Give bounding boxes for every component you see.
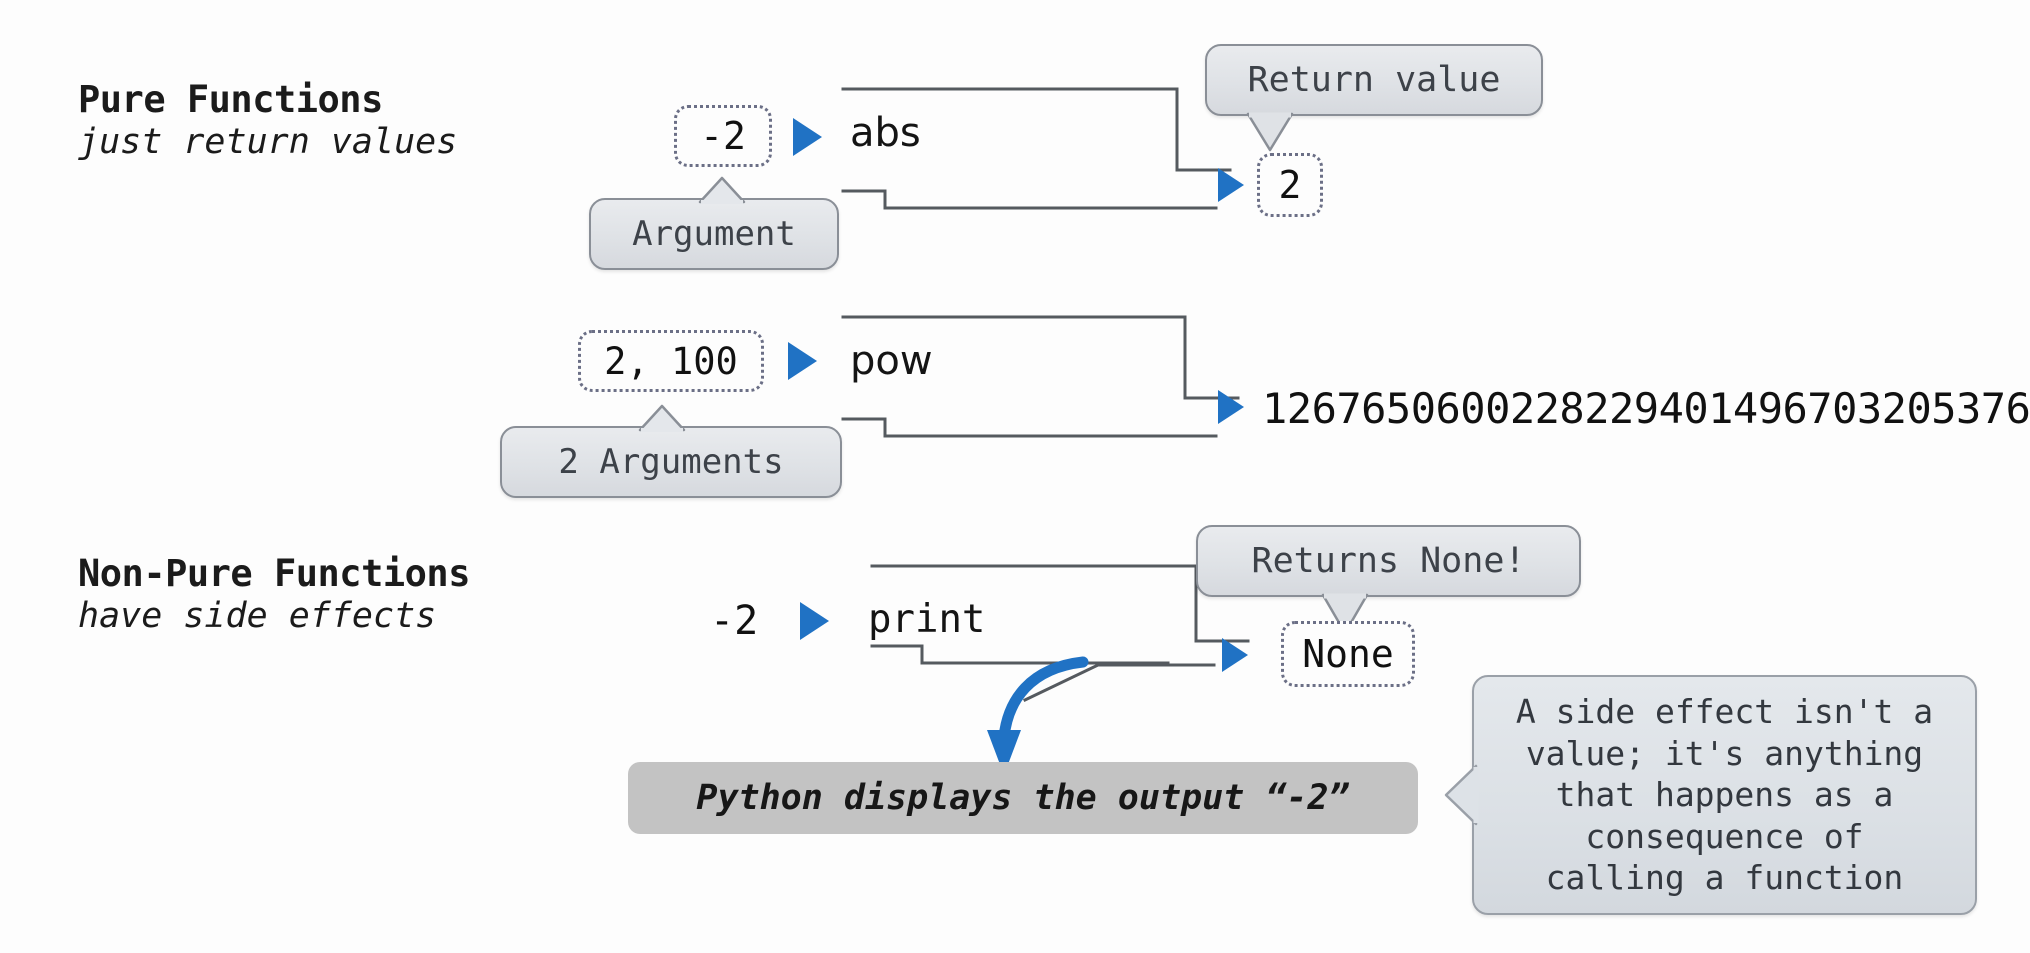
pure-functions-heading: Pure Functions just return values (78, 78, 457, 163)
pow-argument-value: 2, 100 (604, 339, 738, 383)
two-arguments-callout-label: 2 Arguments (558, 442, 784, 482)
abs-argument-value: -2 (700, 114, 746, 158)
output-display-text: Python displays the output “-2” (696, 778, 1350, 818)
non-pure-functions-heading: Non-Pure Functions have side effects (78, 552, 470, 637)
print-return-triangle-icon (1222, 638, 1248, 672)
returns-none-callout-tail (1321, 593, 1369, 635)
pow-feed-triangle-icon (788, 342, 817, 380)
abs-argument-box[interactable]: -2 (674, 105, 772, 167)
output-display-banner: Python displays the output “-2” (628, 762, 1418, 834)
print-argument-value: -2 (710, 598, 759, 644)
return-value-callout-tail (1246, 112, 1294, 152)
abs-return-triangle-icon (1218, 168, 1244, 202)
side-effect-note: A side effect isn't a value; it's anythi… (1472, 675, 1977, 915)
print-function-name: print (868, 597, 986, 642)
abs-feed-triangle-icon (793, 118, 822, 156)
pure-functions-title: Pure Functions (78, 78, 383, 121)
pure-functions-subtitle: just return values (78, 121, 458, 162)
pow-result-value: 1267650600228229401496703205376 (1262, 383, 2030, 433)
two-arguments-callout-tail (638, 404, 686, 432)
print-result-value: None (1302, 632, 1394, 676)
return-value-callout-bubble: Return value (1205, 44, 1543, 116)
two-arguments-callout-bubble: 2 Arguments (500, 426, 842, 498)
curved-down-arrow-icon (987, 656, 1089, 775)
print-result-box[interactable]: None (1281, 621, 1415, 687)
abs-function-name: abs (850, 110, 921, 156)
pow-argument-box[interactable]: 2, 100 (578, 330, 764, 392)
return-value-callout-label: Return value (1247, 60, 1501, 100)
pow-function-name: pow (850, 338, 933, 384)
non-pure-functions-subtitle: have side effects (78, 595, 437, 636)
non-pure-functions-title: Non-Pure Functions (78, 552, 470, 595)
side-effect-note-text: A side effect isn't a value; it's anythi… (1515, 692, 1934, 898)
returns-none-callout-bubble: Returns None! (1196, 525, 1581, 597)
print-feed-triangle-icon (800, 602, 829, 640)
argument-callout-tail (698, 176, 746, 204)
abs-result-value: 2 (1278, 163, 1302, 207)
side-effect-note-tail (1444, 764, 1479, 826)
pow-return-triangle-icon (1218, 390, 1244, 424)
argument-callout-bubble: Argument (589, 198, 839, 270)
argument-callout-label: Argument (632, 214, 796, 254)
abs-result-box[interactable]: 2 (1257, 153, 1323, 217)
returns-none-callout-label: Returns None! (1251, 541, 1526, 581)
